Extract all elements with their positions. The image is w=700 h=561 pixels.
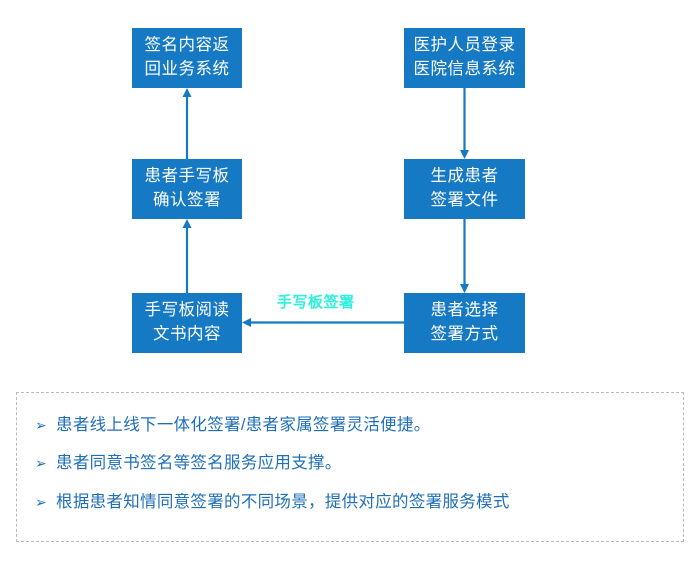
node-line: 签署文件 xyxy=(430,191,499,209)
node-line: 手写板阅读 xyxy=(144,301,230,320)
node-signpad-read-document[interactable]: 手写板阅读 文书内容 xyxy=(132,293,242,353)
node-line: 医院信息系统 xyxy=(413,60,516,78)
node-signature-return[interactable]: 签名内容返 回业务系统 xyxy=(132,28,242,88)
list-item-text: 患者同意书签名等签名服务应用支撑。 xyxy=(56,454,342,473)
edge-label-signpad-signing: 手写板签署 xyxy=(277,294,355,311)
list-item: ➢ 患者线上线下一体化签署/患者家属签署灵活便捷。 xyxy=(35,415,683,436)
node-line: 医护人员登录 xyxy=(413,36,516,55)
node-patient-confirm-sign[interactable]: 患者手写板 确认签署 xyxy=(132,159,242,219)
flow-connectors xyxy=(182,88,469,327)
edge-login-to-generate xyxy=(460,88,469,159)
edge-select-to-read xyxy=(242,318,404,327)
edge-confirm-to-return xyxy=(182,88,192,159)
edge-read-to-confirm xyxy=(182,219,192,293)
node-line: 生成患者 xyxy=(430,167,499,186)
list-item: ➢ 患者同意书签名等签名服务应用支撑。 xyxy=(35,453,683,474)
list-item-text: 根据患者知情同意签署的不同场景，提供对应的签署服务模式 xyxy=(56,492,510,511)
flowchart-canvas: 签名内容返 回业务系统 医护人员登录 医院信息系统 患者手写板 确认签署 生成患… xyxy=(132,28,525,353)
bullet-arrow-icon: ➢ xyxy=(35,493,48,510)
node-line: 确认签署 xyxy=(153,191,221,209)
edge-generate-to-select xyxy=(460,219,469,293)
node-generate-document[interactable]: 生成患者 签署文件 xyxy=(404,159,525,219)
node-line: 签署方式 xyxy=(430,325,499,343)
node-line: 回业务系统 xyxy=(144,60,230,78)
node-line: 患者选择 xyxy=(430,301,499,320)
node-staff-login[interactable]: 医护人员登录 医院信息系统 xyxy=(404,28,525,88)
bullet-arrow-icon: ➢ xyxy=(35,455,48,472)
bullet-arrow-icon: ➢ xyxy=(35,417,48,433)
node-patient-select-method[interactable]: 患者选择 签署方式 xyxy=(404,293,525,353)
node-line: 签名内容返 xyxy=(144,36,230,55)
node-line: 患者手写板 xyxy=(144,167,230,186)
list-item-text: 患者线上线下一体化签署/患者家属签署灵活便捷。 xyxy=(56,416,431,434)
node-line: 文书内容 xyxy=(153,325,221,343)
list-item: ➢ 根据患者知情同意签署的不同场景，提供对应的签署服务模式 xyxy=(35,492,683,513)
feature-list-panel: ➢ 患者线上线下一体化签署/患者家属签署灵活便捷。 ➢ 患者同意书签名等签名服务… xyxy=(16,392,684,542)
